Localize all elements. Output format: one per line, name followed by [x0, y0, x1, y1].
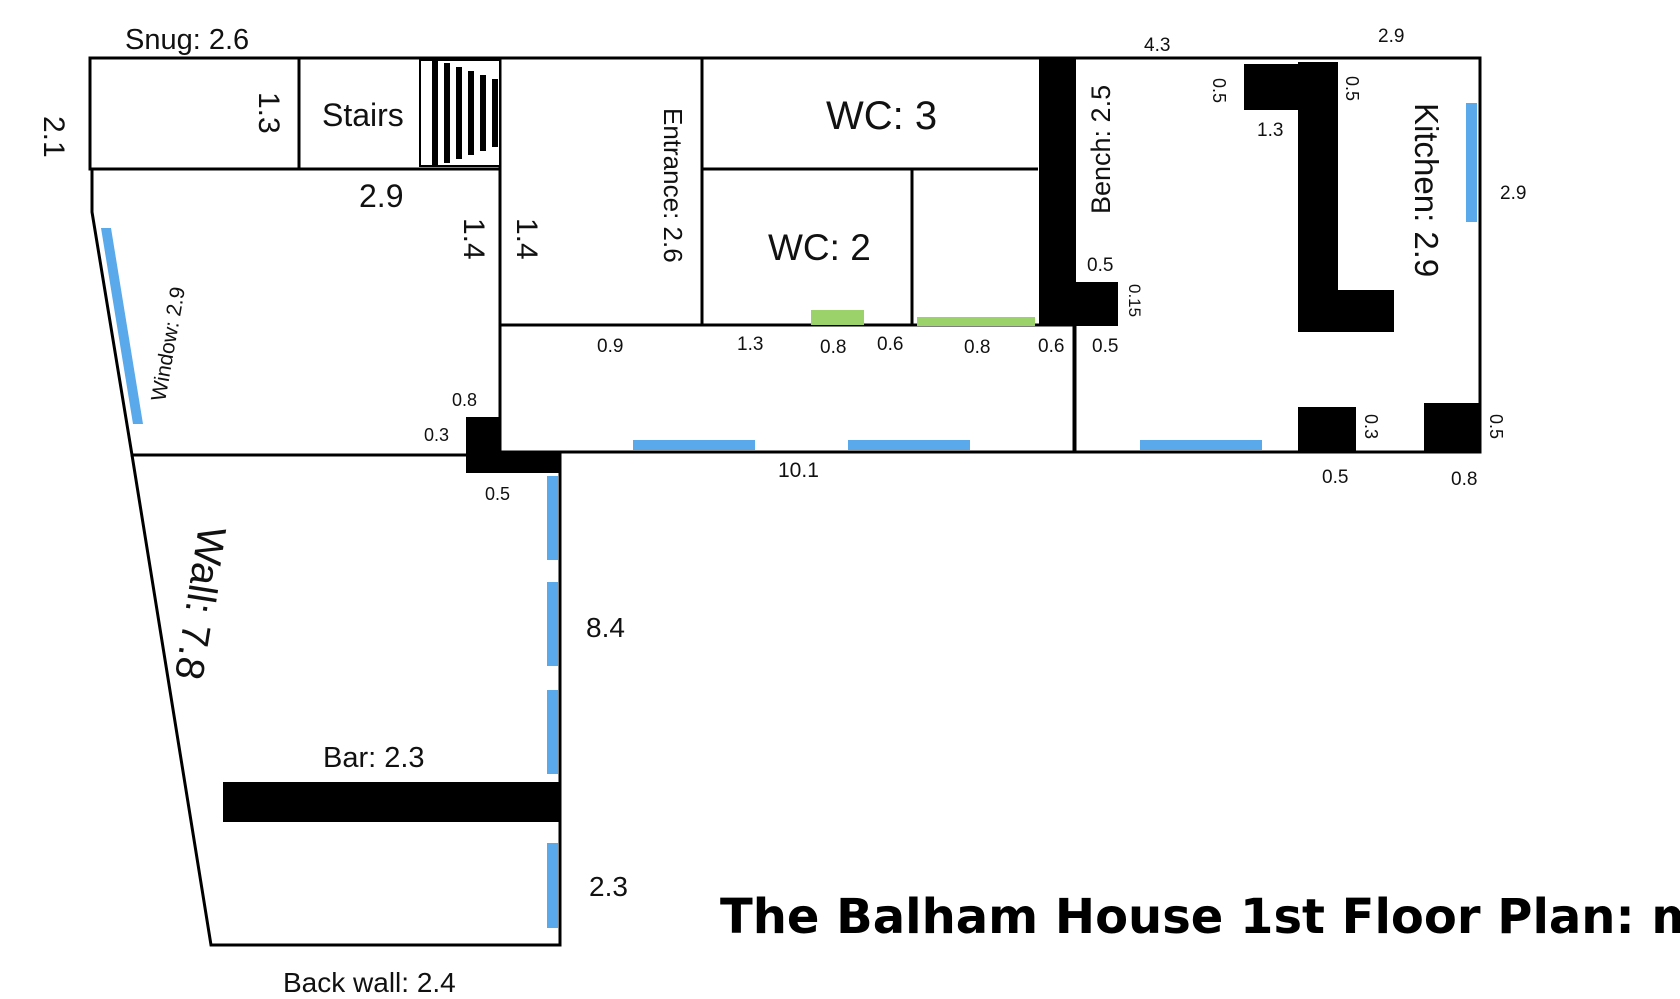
kitchen-unit-label-0-5a: 0.5	[1209, 78, 1229, 103]
kitchen-window-side	[1466, 103, 1477, 222]
plan-title: The Balham House 1st Floor Plan: m	[720, 889, 1680, 945]
kitchen-unit-top	[1244, 64, 1306, 110]
bench-label: Bench: 2.5	[1086, 85, 1116, 214]
pillar-label-0-8: 0.8	[452, 390, 477, 410]
corridor-window-1	[633, 440, 755, 450]
kitchen-unit-foot	[1298, 290, 1394, 332]
right-label-8-4: 8.4	[586, 612, 625, 643]
bar-window-4	[547, 843, 558, 928]
kitchen-unit-label-1-3: 1.3	[1257, 120, 1283, 141]
bench-label-0-15: 0.15	[1125, 284, 1144, 317]
kitchen-unit-label-0-5b: 0.5	[1342, 76, 1362, 101]
kitchen-unit-column	[1298, 62, 1338, 332]
kitchen-window-front	[1140, 440, 1262, 450]
kitchen-label: Kitchen: 2.9	[1408, 103, 1445, 277]
kitchen-col-label-0-5: 0.5	[1486, 414, 1506, 439]
kitchen-column-left	[1298, 407, 1356, 453]
fixtures	[223, 58, 1480, 822]
kitchen-right-label-2-9: 2.9	[1500, 183, 1526, 204]
kitchen-top-label-2-9: 2.9	[1378, 26, 1404, 47]
bar-counter	[223, 782, 560, 822]
labels: Snug: 2.6 2.1 1.3 Stairs 2.9 1.4 1.4 Ent…	[37, 24, 1680, 998]
corridor-label-0-6a: 0.6	[877, 334, 903, 355]
corridor-label-0-8b: 0.8	[964, 337, 990, 358]
stairs-icon	[419, 59, 501, 167]
snug-height-label: 2.1	[37, 116, 70, 158]
bench-foot	[1039, 282, 1118, 326]
right-label-2-3: 2.3	[589, 871, 628, 902]
landing-width-label: 2.9	[359, 178, 403, 214]
corridor-label-0-8a: 0.8	[820, 337, 846, 358]
windows	[101, 103, 1477, 928]
landing-depth-label-a: 1.4	[457, 218, 490, 260]
doors	[811, 310, 1035, 326]
corridor-label-1-3: 1.3	[737, 334, 763, 355]
bar-label: Bar: 2.3	[323, 742, 425, 774]
bar-window-1	[547, 476, 558, 560]
corridor-label-0-9: 0.9	[597, 336, 623, 357]
landing-room	[90, 169, 502, 457]
entrance-wc-block	[498, 56, 1076, 327]
bench-block	[1039, 58, 1076, 326]
snug-window	[101, 228, 143, 424]
side-wall-label: Wall: 7.8	[166, 524, 234, 683]
landing-depth-label-b: 1.4	[510, 218, 543, 260]
kitchen-bottom-label-0-5: 0.5	[1322, 467, 1348, 488]
snug-label: Snug: 2.6	[125, 24, 249, 56]
wc3-door	[917, 317, 1035, 326]
bar-window-2	[547, 582, 558, 666]
kitchen-col-label-0-3: 0.3	[1361, 414, 1381, 439]
snug-depth-label: 1.3	[252, 92, 285, 134]
corridor-window-2	[848, 440, 970, 450]
kitchen-top-label-4-3: 4.3	[1144, 35, 1170, 56]
wc2-door	[811, 310, 864, 325]
entrance-label: Entrance: 2.6	[658, 108, 688, 263]
window-label: Window: 2.9	[147, 285, 190, 403]
front-length-label: 10.1	[778, 459, 819, 482]
kitchen-bottom-label-0-8: 0.8	[1451, 469, 1477, 490]
bar-window-3	[547, 690, 558, 774]
corridor-label-0-6b: 0.6	[1038, 336, 1064, 357]
kitchen-column-right	[1424, 403, 1480, 453]
back-wall-label: Back wall: 2.4	[283, 967, 456, 998]
stairs-label: Stairs	[322, 97, 404, 133]
pillar-label-0-5: 0.5	[485, 484, 510, 504]
wc2-label: WC: 2	[768, 227, 871, 268]
pillar-label-0-3: 0.3	[424, 425, 449, 445]
bench-label-0-5: 0.5	[1087, 255, 1113, 276]
corner-pillar-b	[466, 452, 560, 473]
corridor-label-0-5: 0.5	[1092, 336, 1118, 357]
wc3-label: WC: 3	[826, 94, 937, 138]
